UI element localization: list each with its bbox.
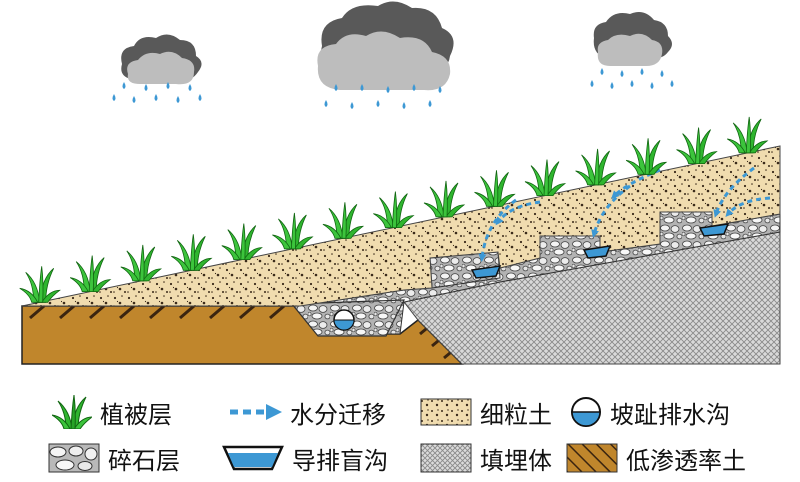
grass-tuft: [171, 234, 213, 271]
grass-tuft: [423, 180, 466, 218]
arrow-icon: [230, 404, 282, 420]
grass-tuft: [524, 159, 567, 197]
legend-label-fill: 填埋体: [480, 446, 552, 475]
grass-tuft: [373, 191, 415, 229]
legend-label-blind-ditch: 导排盲沟: [292, 446, 388, 475]
legend-item-fill: 填埋体: [420, 438, 552, 478]
gravel-icon: [48, 443, 100, 473]
grass-tuft: [676, 127, 718, 164]
dotted-soil-icon: [420, 398, 472, 426]
grass-tuft: [474, 170, 516, 207]
cloud-large-center: [317, 1, 454, 91]
toe-drainage-ditch: [333, 309, 355, 331]
legend-label-vegetation: 植被层: [100, 400, 172, 429]
grass-tuft: [272, 212, 314, 250]
grass-tuft: [120, 244, 163, 282]
half-filled-circle-icon: [571, 397, 601, 427]
grass-tuft: [69, 255, 112, 293]
legend: 植被层 水分迁移 细粒土 坡趾排水沟: [0, 386, 800, 482]
cloud-small-left: [121, 34, 202, 85]
legend-item-vegetation: 植被层: [52, 392, 172, 432]
legend-item-toe-ditch: 坡趾排水沟: [570, 392, 730, 432]
grass-tuft: [575, 148, 617, 186]
legend-label-fine-soil: 细粒土: [480, 400, 552, 429]
grass-tuft: [322, 202, 365, 239]
blind-drainage-channels: [470, 223, 730, 279]
legend-label-gravel: 碎石层: [108, 446, 180, 475]
grass-icon: [52, 395, 92, 429]
grass-tuft: [726, 116, 769, 154]
legend-item-gravel: 碎石层: [48, 438, 180, 478]
vegetation-layer: [19, 116, 769, 303]
rain-drops: [112, 68, 674, 109]
legend-item-water-migration: 水分迁移: [228, 392, 386, 432]
trapezoid-channel-icon: [222, 445, 284, 471]
grass-tuft: [625, 138, 668, 175]
legend-item-fine-soil: 细粒土: [420, 392, 552, 432]
legend-label-toe-ditch: 坡趾排水沟: [610, 400, 730, 429]
legend-label-low-perm-soil: 低渗透率土: [626, 446, 746, 475]
landfill-slope-diagram: [19, 1, 781, 365]
crosshatch-icon: [420, 443, 472, 473]
legend-label-water-migration: 水分迁移: [290, 400, 386, 429]
grass-tuft: [221, 223, 264, 261]
legend-item-blind-ditch: 导排盲沟: [222, 438, 388, 478]
cloud-small-right: [593, 12, 672, 66]
legend-item-low-perm-soil: 低渗透率土: [566, 438, 746, 478]
hatched-soil-icon: [566, 443, 618, 473]
grass-tuft: [19, 266, 61, 303]
water-migration-arrows: [478, 166, 771, 262]
